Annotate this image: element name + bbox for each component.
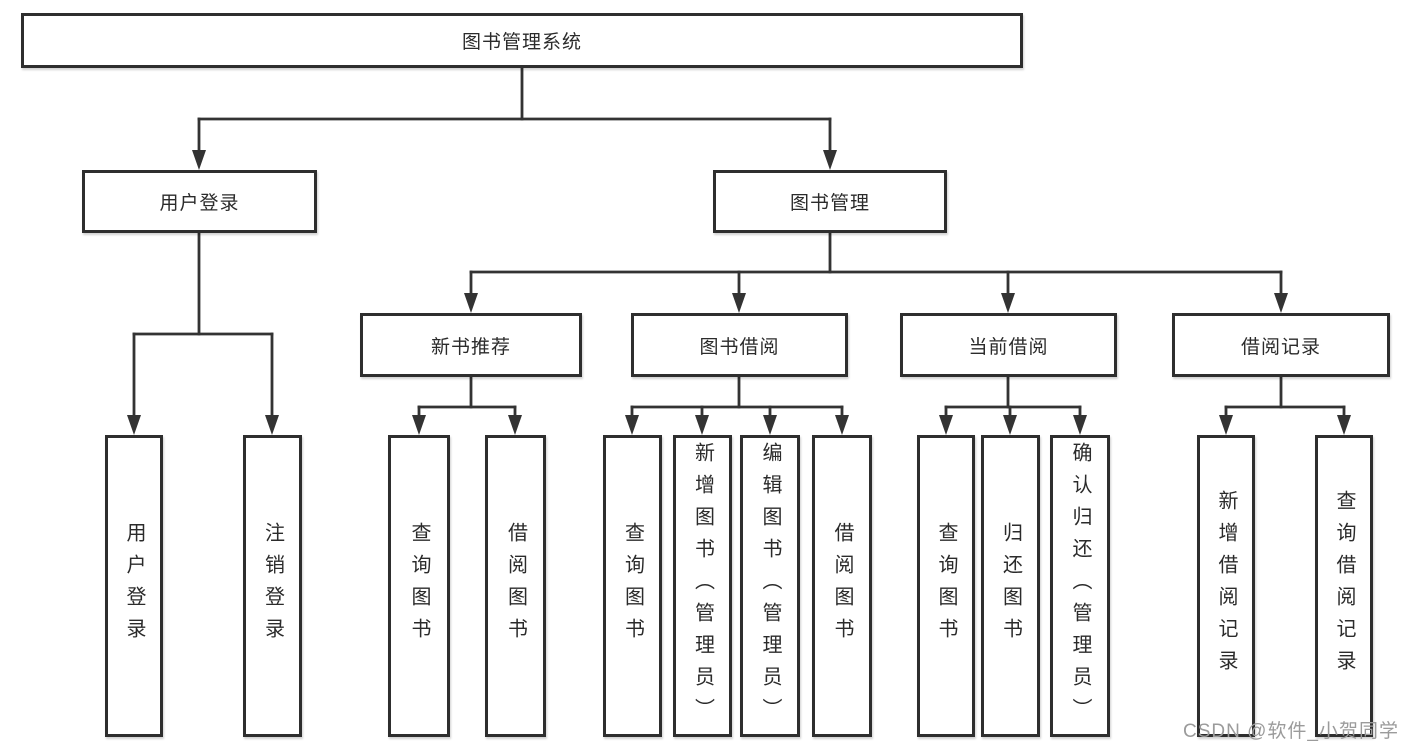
- node-label: 新书推荐: [430, 336, 511, 358]
- node-new-book-recommend: 新书推荐: [360, 313, 582, 377]
- node-label: 借阅记录: [1240, 336, 1321, 358]
- node-book-management: 图书管理: [713, 170, 947, 233]
- node-user-login: 用户登录: [82, 170, 317, 233]
- node-label: 图书管理系统: [461, 32, 582, 53]
- leaf-query-books-borrowing: 查询图书: [603, 435, 662, 737]
- node-label: 当前借阅: [968, 336, 1049, 358]
- leaf-query-borrow-record: 查询借阅记录: [1315, 435, 1373, 737]
- leaf-return-books: 归还图书: [981, 435, 1040, 737]
- node-label: 借阅图书: [831, 522, 853, 650]
- node-label: 新增图书（管理员）: [691, 442, 714, 730]
- leaf-borrow-books: 借阅图书: [812, 435, 872, 737]
- node-borrowing-records: 借阅记录: [1172, 313, 1390, 377]
- node-label: 新增借阅记录: [1215, 490, 1237, 682]
- leaf-add-borrow-record: 新增借阅记录: [1197, 435, 1255, 737]
- node-label: 注销登录: [261, 522, 284, 650]
- node-current-borrowing: 当前借阅: [900, 313, 1117, 377]
- csdn-watermark: CSDN @软件_小贺同学: [1183, 721, 1399, 742]
- node-label: 查询借阅记录: [1333, 490, 1355, 682]
- node-label: 用户登录: [123, 522, 145, 650]
- node-label: 图书借阅: [699, 336, 780, 358]
- node-label: 图书管理: [789, 193, 870, 214]
- leaf-user-login: 用户登录: [105, 435, 163, 737]
- node-label: 归还图书: [999, 522, 1022, 650]
- leaf-query-books-recommend: 查询图书: [388, 435, 450, 737]
- leaf-confirm-return-admin: 确认归还（管理员）: [1050, 435, 1110, 737]
- node-label: 查询图书: [935, 522, 957, 650]
- leaf-borrow-books-recommend: 借阅图书: [485, 435, 546, 737]
- node-label: 查询图书: [621, 522, 644, 650]
- node-label: 查询图书: [408, 522, 430, 650]
- leaf-edit-books-admin: 编辑图书（管理员）: [740, 435, 800, 737]
- node-label: 借阅图书: [504, 522, 527, 650]
- node-book-borrowing: 图书借阅: [631, 313, 848, 377]
- leaf-query-books-current: 查询图书: [917, 435, 975, 737]
- node-label: 用户登录: [159, 193, 240, 214]
- leaf-logout: 注销登录: [243, 435, 302, 737]
- leaf-add-books-admin: 新增图书（管理员）: [673, 435, 732, 737]
- node-label: 确认归还（管理员）: [1069, 442, 1091, 730]
- node-label: 编辑图书（管理员）: [759, 442, 781, 730]
- node-system-root: 图书管理系统: [21, 13, 1023, 68]
